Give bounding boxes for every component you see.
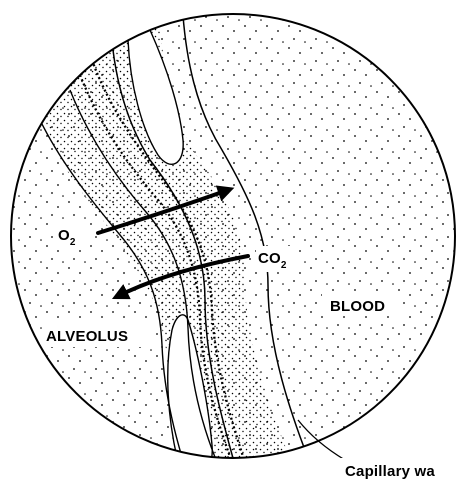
alveolus-label: ALVEOLUS (46, 328, 128, 345)
capillary-wall-label: Capillary wa (345, 463, 435, 480)
blood-label: BLOOD (330, 298, 385, 315)
